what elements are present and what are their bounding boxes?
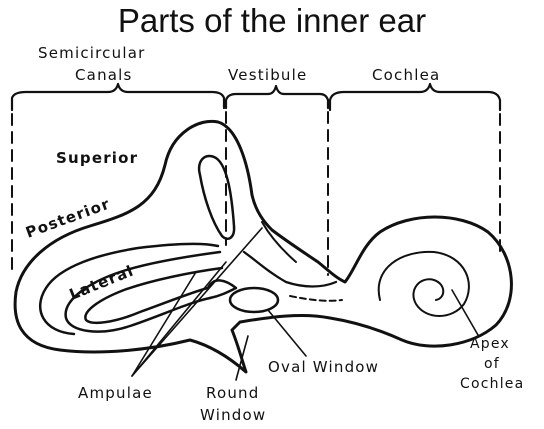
bracket-cochlea (330, 84, 500, 110)
label-lateral: Lateral (67, 262, 137, 304)
label-round: Round (206, 384, 259, 402)
superior-canal-inner (199, 156, 234, 239)
label-cochlea: Cochlea (372, 66, 440, 84)
label-semicircular: Semicircular (38, 44, 145, 62)
label-vestibule: Vestibule (228, 66, 307, 84)
cochlea-spiral (379, 252, 469, 316)
label-cochlea-apex: Cochlea (460, 376, 524, 392)
label-canals: Canals (75, 66, 133, 84)
pointer-ampulae-1 (132, 272, 196, 376)
bracket-vestibule (226, 86, 328, 108)
bracket-semicircular (12, 84, 224, 110)
vestibule-line-connector (290, 296, 342, 301)
label-window: Window (200, 406, 266, 424)
label-of: of (484, 356, 500, 372)
label-ampulae: Ampulae (78, 384, 153, 402)
oval-window (230, 288, 278, 312)
label-superior: Superior (56, 149, 138, 167)
label-apex: Apex (470, 336, 510, 352)
label-oval-window: Oval Window (268, 358, 379, 376)
